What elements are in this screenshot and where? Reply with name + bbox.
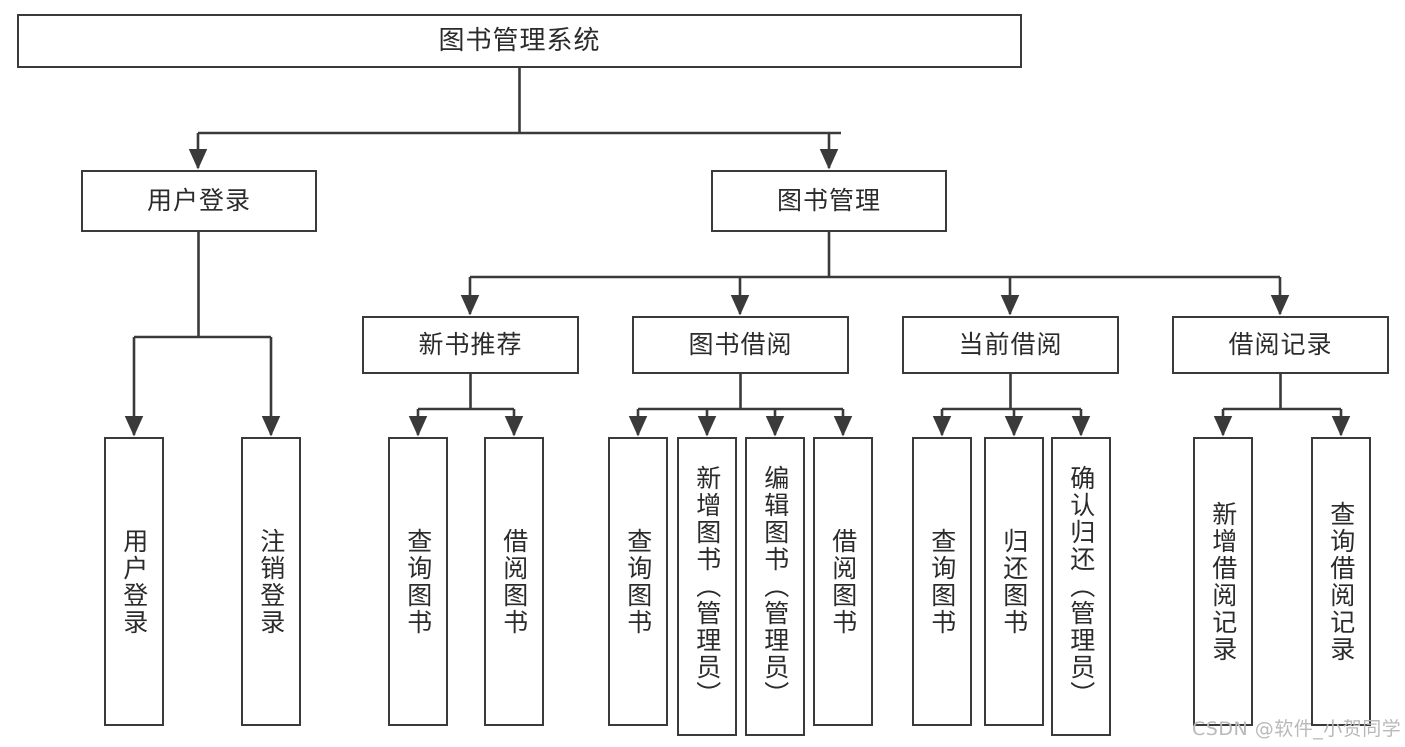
node-label: 新增图书（管理员） xyxy=(692,465,722,708)
node-leaf-query-book-current[interactable]: 查询图书 xyxy=(912,437,972,726)
node-label: 新书推荐 xyxy=(418,330,523,360)
node-leaf-query-book-newbook[interactable]: 查询图书 xyxy=(388,437,448,726)
node-label: 注销登录 xyxy=(256,527,286,636)
node-label: 查询借阅记录 xyxy=(1326,500,1356,663)
node-book-management[interactable]: 图书管理 xyxy=(711,170,947,232)
node-label: 查询图书 xyxy=(623,527,653,636)
node-label: 图书管理系统 xyxy=(438,25,601,56)
node-label: 用户登录 xyxy=(146,186,251,216)
node-label: 确认归还（管理员） xyxy=(1066,465,1096,708)
node-label: 图书管理 xyxy=(776,186,881,216)
node-label: 借阅图书 xyxy=(499,527,529,636)
node-label: 用户登录 xyxy=(119,527,149,636)
node-leaf-edit-book-admin[interactable]: 编辑图书（管理员） xyxy=(745,437,805,736)
node-leaf-user-logout[interactable]: 注销登录 xyxy=(241,437,301,726)
node-label: 编辑图书（管理员） xyxy=(760,465,790,708)
node-label: 新增借阅记录 xyxy=(1208,500,1238,663)
node-leaf-confirm-return-admin[interactable]: 确认归还（管理员） xyxy=(1051,437,1111,736)
node-borrow-records[interactable]: 借阅记录 xyxy=(1172,316,1389,374)
node-label: 查询图书 xyxy=(403,527,433,636)
node-current-borrow[interactable]: 当前借阅 xyxy=(902,316,1119,374)
csdn-watermark: CSDN @软件_小贺同学 xyxy=(1192,718,1402,740)
node-label: 查询图书 xyxy=(927,527,957,636)
node-leaf-query-borrow-record[interactable]: 查询借阅记录 xyxy=(1311,437,1371,726)
node-leaf-user-login[interactable]: 用户登录 xyxy=(104,437,164,726)
node-leaf-borrow-book[interactable]: 借阅图书 xyxy=(813,437,873,726)
node-leaf-add-borrow-record[interactable]: 新增借阅记录 xyxy=(1193,437,1253,726)
node-new-book-recommend[interactable]: 新书推荐 xyxy=(362,316,579,374)
node-leaf-return-book[interactable]: 归还图书 xyxy=(984,437,1044,726)
node-label: 当前借阅 xyxy=(958,330,1063,360)
node-label: 借阅记录 xyxy=(1228,330,1333,360)
node-book-borrow[interactable]: 图书借阅 xyxy=(632,316,849,374)
node-user-login[interactable]: 用户登录 xyxy=(81,170,317,232)
node-leaf-add-book-admin[interactable]: 新增图书（管理员） xyxy=(677,437,737,736)
node-label: 图书借阅 xyxy=(688,330,793,360)
node-label: 借阅图书 xyxy=(828,527,858,636)
node-root-system[interactable]: 图书管理系统 xyxy=(17,14,1022,68)
node-label: 归还图书 xyxy=(999,527,1029,636)
node-leaf-query-book-borrow[interactable]: 查询图书 xyxy=(608,437,668,726)
node-leaf-borrow-book-newbook[interactable]: 借阅图书 xyxy=(484,437,544,726)
